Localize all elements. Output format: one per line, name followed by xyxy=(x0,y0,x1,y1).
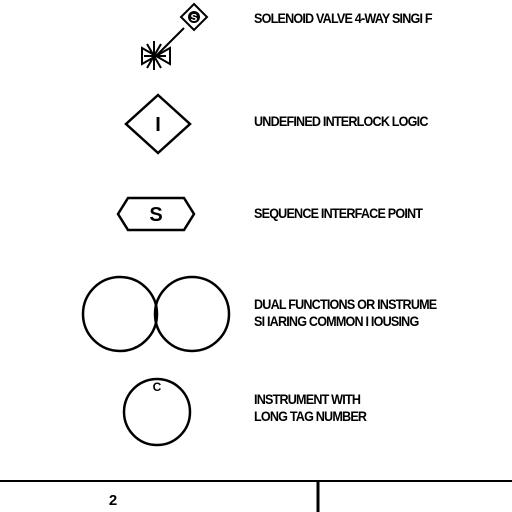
sequence-hexagon-icon: S xyxy=(116,196,196,232)
dual-functions-description: DUAL FUNCTIONS OR INSTRUME SI IARING COM… xyxy=(254,296,437,330)
sequence-letter: S xyxy=(149,204,162,226)
interlock-description: UNDEFINED INTERLOCK LOGIC xyxy=(254,113,428,130)
instrument-bubble-icon: C xyxy=(122,377,192,447)
long-tag-description: INSTRUMENT WITH LONG TAG NUMBER xyxy=(254,391,367,425)
dual-functions-line-1: DUAL FUNCTIONS OR INSTRUME xyxy=(254,296,437,312)
long-tag-line-1: INSTRUMENT WITH xyxy=(254,391,361,407)
interlock-label: UNDEFINED INTERLOCK LOGIC xyxy=(254,113,428,129)
long-tag-letter: C xyxy=(153,380,162,394)
interlock-letter: I xyxy=(155,114,161,136)
solenoid-valve-label: SOLENOID VALVE 4-WAY SINGI F xyxy=(254,10,433,26)
footer-column-number: 2 xyxy=(109,492,117,509)
solenoid-badge-letter: S xyxy=(191,13,198,24)
solenoid-valve-description: SOLENOID VALVE 4-WAY SINGI F xyxy=(254,10,433,27)
dual-functions-line-2: SI IARING COMMON I IOUSING xyxy=(254,313,419,329)
solenoid-valve-icon: S xyxy=(141,2,209,70)
long-tag-line-2: LONG TAG NUMBER xyxy=(254,408,367,424)
sequence-description: SEQUENCE INTERFACE POINT xyxy=(254,205,423,222)
sequence-label: SEQUENCE INTERFACE POINT xyxy=(254,205,423,221)
interlock-diamond-icon: I xyxy=(124,93,192,155)
dual-circles-icon xyxy=(81,275,231,353)
